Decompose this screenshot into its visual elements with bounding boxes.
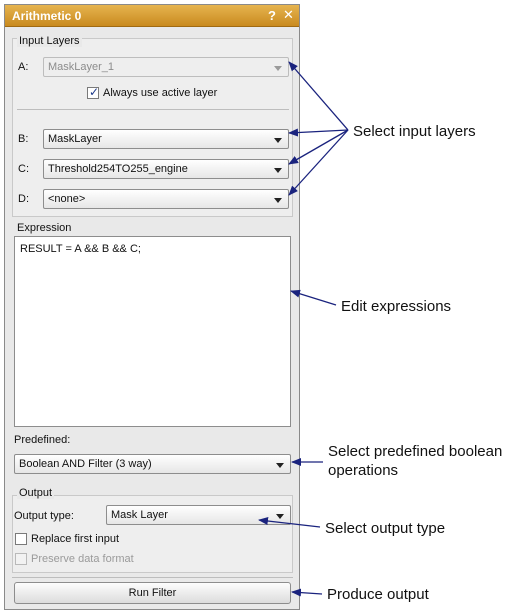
layer-a-label: A: xyxy=(18,61,29,73)
arrow-to-output-type xyxy=(258,517,321,528)
always-use-active-label: Always use active layer xyxy=(103,87,218,99)
input-layers-divider xyxy=(17,109,289,110)
output-title: Output xyxy=(17,487,55,499)
output-type-value: Mask Layer xyxy=(111,509,168,521)
arrow-to-layer-b xyxy=(288,128,349,137)
chevron-down-icon xyxy=(274,66,282,71)
annotation-produce-output: Produce output xyxy=(327,586,429,603)
chevron-down-icon xyxy=(274,198,282,203)
chevron-down-icon xyxy=(274,138,282,143)
arithmetic-panel: Arithmetic 0 ? ✕ Input Layers A: MaskLay… xyxy=(4,4,300,610)
preserve-data-format-checkbox xyxy=(15,553,27,565)
chevron-down-icon xyxy=(276,514,284,519)
predefined-label: Predefined: xyxy=(14,434,71,446)
output-divider xyxy=(12,577,293,578)
always-use-active-checkbox[interactable] xyxy=(87,85,99,99)
layer-c-label: C: xyxy=(18,163,29,175)
run-filter-button[interactable]: Run Filter xyxy=(14,582,291,604)
annotation-select-predefined-1: Select predefined boolean xyxy=(328,443,503,460)
arrow-to-run-filter xyxy=(291,588,323,597)
predefined-select[interactable]: Boolean AND Filter (3 way) xyxy=(14,454,291,474)
replace-first-input-checkbox[interactable] xyxy=(15,533,27,545)
arrow-to-expression xyxy=(290,289,337,306)
window-title: Arithmetic 0 xyxy=(12,9,82,23)
chevron-down-icon xyxy=(274,168,282,173)
layer-b-value: MaskLayer xyxy=(48,133,102,145)
preserve-data-format-label: Preserve data format xyxy=(31,553,134,565)
arrow-to-layer-d xyxy=(288,129,349,196)
close-icon[interactable]: ✕ xyxy=(283,7,294,22)
annotation-select-predefined-2: operations xyxy=(328,462,399,479)
annotation-edit-expressions: Edit expressions xyxy=(341,298,452,315)
annotation-select-input-layers: Select input layers xyxy=(353,123,476,140)
predefined-value: Boolean AND Filter (3 way) xyxy=(19,458,152,470)
title-bar: Arithmetic 0 ? ✕ xyxy=(5,5,299,27)
layer-b-label: B: xyxy=(18,133,29,145)
annotation-select-output-type: Select output type xyxy=(325,520,446,537)
arrow-to-layer-c xyxy=(288,129,349,165)
layer-c-value: Threshold254TO255_engine xyxy=(48,163,188,175)
arrow-to-layer-a xyxy=(288,61,349,131)
output-type-label: Output type: xyxy=(14,510,74,522)
layer-c-select[interactable]: Threshold254TO255_engine xyxy=(43,159,289,179)
output-type-select[interactable]: Mask Layer xyxy=(106,505,291,525)
layer-d-label: D: xyxy=(18,193,29,205)
expression-editor[interactable]: RESULT = A && B && C; xyxy=(14,236,291,427)
replace-first-input-label: Replace first input xyxy=(31,533,120,545)
layer-b-select[interactable]: MaskLayer xyxy=(43,129,289,149)
chevron-down-icon xyxy=(276,463,284,468)
expression-title: Expression xyxy=(17,222,72,234)
layer-a-value: MaskLayer_1 xyxy=(48,61,115,73)
layer-d-select[interactable]: <none> xyxy=(43,189,289,209)
layer-d-value: <none> xyxy=(48,193,86,205)
help-icon[interactable]: ? xyxy=(268,8,276,23)
input-layers-title: Input Layers xyxy=(17,35,82,47)
layer-a-select: MaskLayer_1 xyxy=(43,57,289,77)
